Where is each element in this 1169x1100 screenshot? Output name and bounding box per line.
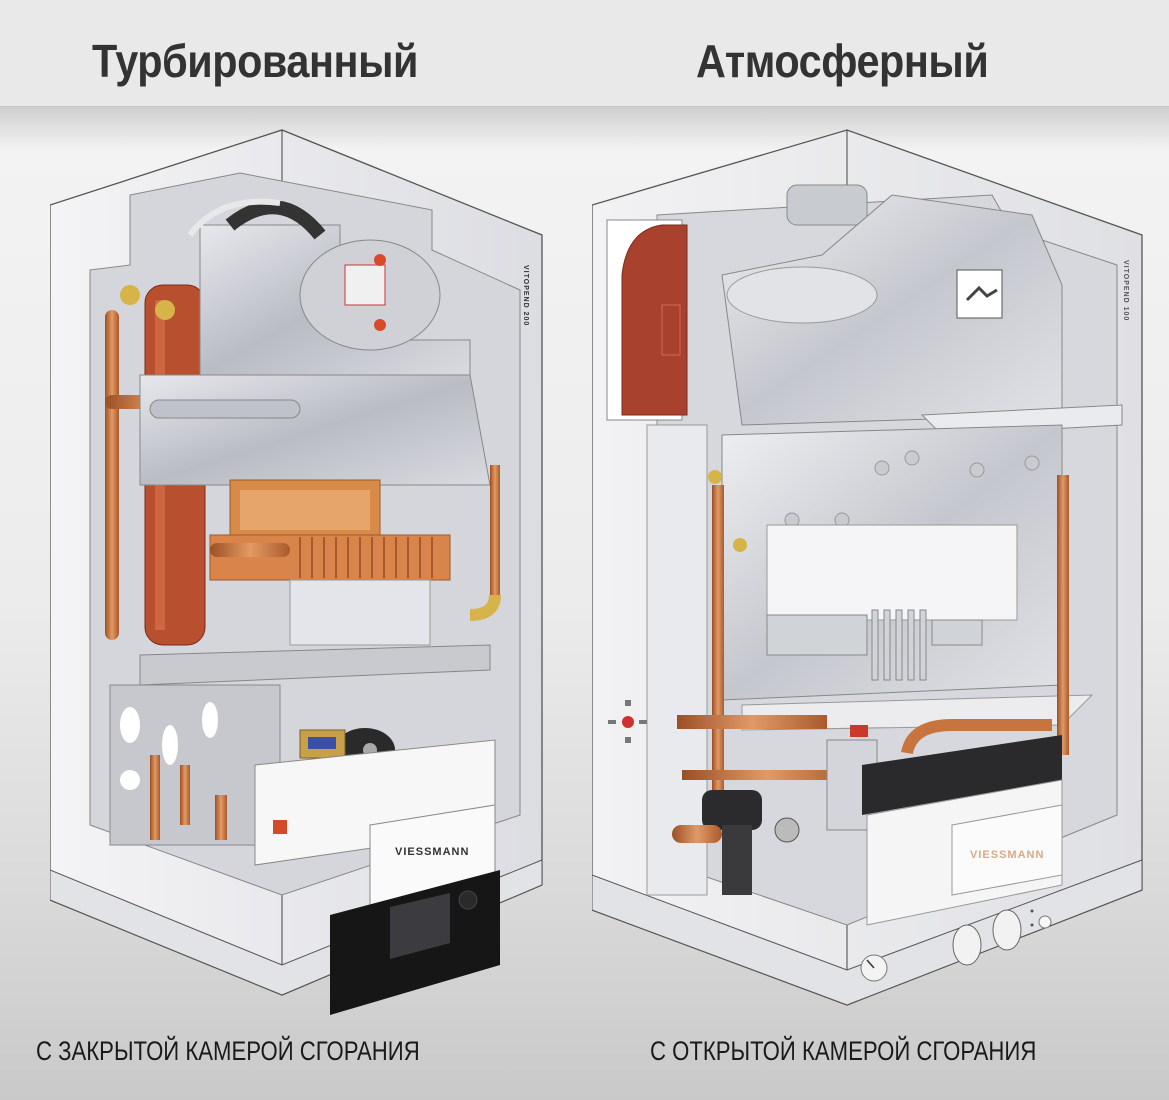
title-turbo: Турбированный <box>92 35 418 87</box>
model-label: VITOPEND 100 <box>1122 260 1129 321</box>
control-box: VIESSMANN <box>862 735 1063 926</box>
model-label: VITOPEND 200 <box>522 265 529 326</box>
brand-logo: VIESSMANN <box>395 846 469 858</box>
caption-closed-chamber: С ЗАКРЫТОЙ КАМЕРОЙ СГОРАНИЯ <box>36 1036 420 1066</box>
hydraulic-block <box>672 790 800 895</box>
fan-blower-icon <box>299 239 441 351</box>
status-indicator-icon <box>608 700 647 743</box>
header-band: Турбированный Атмосферный <box>0 0 1169 107</box>
caption-open-chamber: С ОТКРЫТОЙ КАМЕРОЙ СГОРАНИЯ <box>650 1036 1037 1066</box>
pressure-gauge-icon <box>860 954 888 982</box>
control-knobs <box>952 909 1052 966</box>
expansion-tank <box>606 219 688 421</box>
turbo-boiler-illustration: VIESSMANN VITOPEND 200 <box>50 129 543 1015</box>
draft-hood <box>721 184 1123 436</box>
display-panel <box>330 870 500 1015</box>
heat-exchanger-fins <box>209 534 451 581</box>
burner-fins <box>766 609 983 681</box>
title-atmospheric: Атмосферный <box>696 35 989 87</box>
brand-logo: VIESSMANN <box>970 849 1044 861</box>
atmospheric-boiler-illustration: VIESSMANN VITOPEND 100 <box>592 129 1143 1006</box>
